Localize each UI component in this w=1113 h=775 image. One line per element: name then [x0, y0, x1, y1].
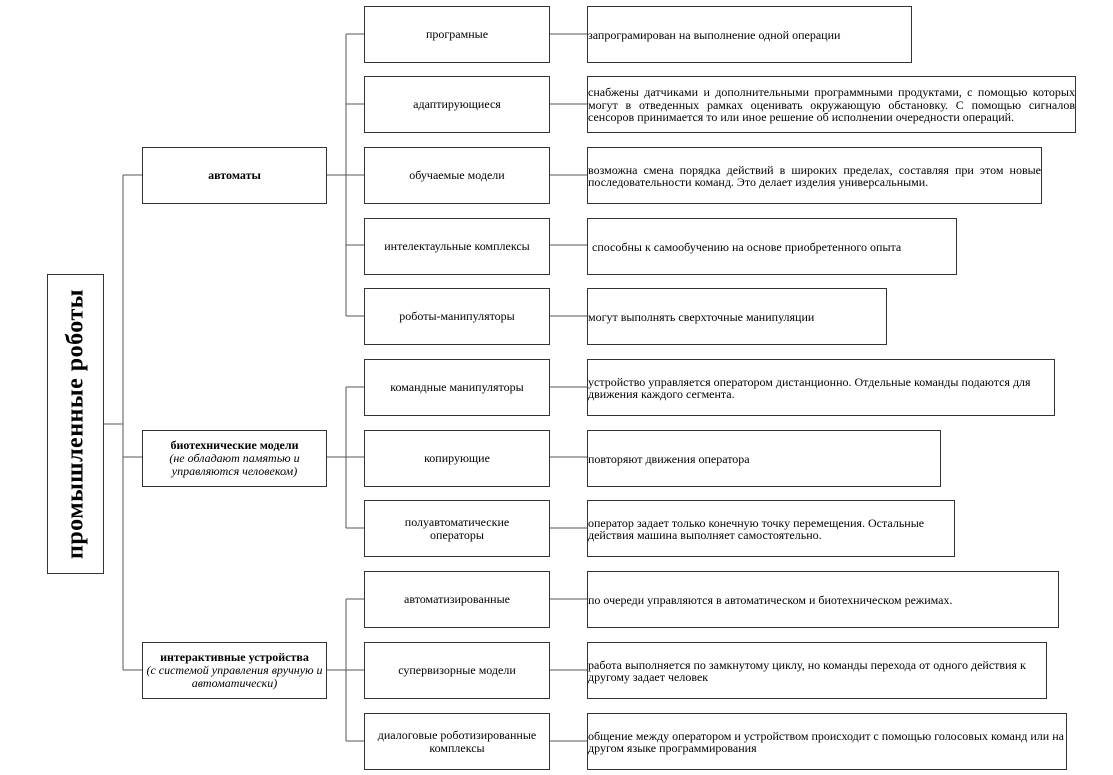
item-label: командные манипуляторы [390, 380, 524, 394]
item-label: полуавтоматические операторы [404, 514, 510, 542]
item-label: автоматизированные [404, 592, 510, 606]
item-node: командные манипуляторы [364, 359, 550, 416]
item-node: полуавтоматические операторы [364, 500, 550, 557]
item-label: обучаемые модели [409, 168, 505, 182]
item-label: адаптирующиеся [413, 97, 501, 111]
description-box: работа выполняется по замкнутому циклу, … [587, 642, 1047, 699]
item-node: роботы-манипуляторы [364, 288, 550, 345]
item-label: интелектаульные комплексы [384, 239, 530, 253]
item-node: диалоговые роботизированные комплексы [364, 713, 550, 770]
description-text: по очереди управляются в автоматическом … [588, 592, 953, 607]
group-title: биотехнические модели [170, 438, 299, 452]
description-text: способны к самообучению на основе приобр… [592, 239, 902, 254]
item-node: програмные [364, 6, 550, 63]
group-biotechnical: биотехнические модели (не обладают памят… [142, 430, 327, 487]
item-node: копирующие [364, 430, 550, 487]
description-box: общение между оператором и устройством п… [587, 713, 1067, 770]
item-label: супервизорные модели [398, 663, 516, 677]
item-label: копирующие [424, 451, 490, 465]
description-text: оператор задает только конечную точку пе… [588, 515, 925, 542]
description-text: общение между оператором и устройством п… [588, 728, 1064, 755]
description-box: снабжены датчиками и дополнительными про… [587, 76, 1076, 133]
description-box: могут выполнять сверхточные манипуляции [587, 288, 887, 345]
root-node: промышленные роботы [47, 274, 104, 574]
description-text: работа выполняется по замкнутому циклу, … [588, 657, 1026, 684]
description-text: возможна смена порядка действий в широки… [588, 162, 1041, 189]
item-label: роботы-манипуляторы [399, 309, 515, 323]
description-text: могут выполнять сверхточные манипуляции [588, 309, 815, 324]
description-box: возможна смена порядка действий в широки… [587, 147, 1042, 204]
description-text: запрограмирован на выполнение одной опер… [588, 27, 841, 42]
description-text: устройство управляется оператором дистан… [588, 374, 1031, 401]
description-box: повторяют движения оператора [587, 430, 941, 487]
group-automata: автоматы [142, 147, 327, 204]
description-box: устройство управляется оператором дистан… [587, 359, 1055, 416]
item-node: обучаемые модели [364, 147, 550, 204]
description-text: снабжены датчиками и дополнительными про… [588, 85, 1075, 125]
item-node: супервизорные модели [364, 642, 550, 699]
item-node: интелектаульные комплексы [364, 218, 550, 275]
group-interactive: интерактивные устройства (с системой упр… [142, 642, 327, 699]
group-subtitle: (не обладают памятью и управляются челов… [169, 451, 300, 478]
group-title: интерактивные устройства [160, 650, 309, 664]
group-subtitle: (с системой управления вручную и автомат… [146, 663, 323, 690]
item-label: програмные [425, 27, 489, 41]
description-box: способны к самообучению на основе приобр… [587, 218, 957, 275]
item-node: адаптирующиеся [364, 76, 550, 133]
group-title: автоматы [208, 168, 261, 182]
item-node: автоматизированные [364, 571, 550, 628]
description-box: оператор задает только конечную точку пе… [587, 500, 955, 557]
root-label: промышленные роботы [62, 289, 88, 559]
description-box: по очереди управляются в автоматическом … [587, 571, 1059, 628]
description-text: повторяют движения оператора [588, 451, 750, 466]
item-label: диалоговые роботизированные комплексы [377, 727, 537, 755]
description-box: запрограмирован на выполнение одной опер… [587, 6, 912, 63]
